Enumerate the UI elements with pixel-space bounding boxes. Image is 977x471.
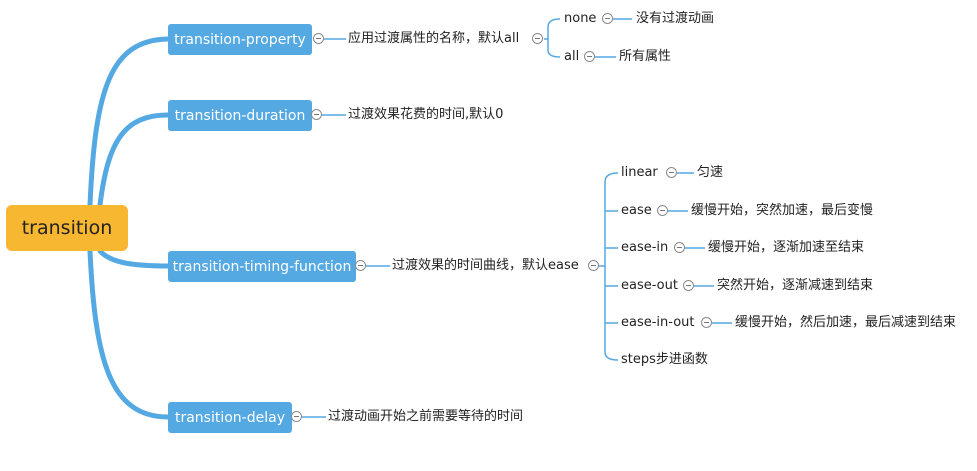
- option-ease-in[interactable]: ease-in: [621, 240, 669, 255]
- option-ease-in-description[interactable]: 缓慢开始，逐渐加速至结束: [708, 240, 865, 255]
- collapse-toggle-icon[interactable]: [657, 205, 668, 216]
- branch-transition-duration[interactable]: transition-duration: [168, 100, 312, 131]
- root-node[interactable]: transition: [6, 205, 128, 251]
- root-to-delay-link: [87, 248, 171, 420]
- collapse-toggle-icon[interactable]: [311, 109, 322, 120]
- property-description[interactable]: 应用过渡属性的名称，默认all: [348, 31, 520, 46]
- branch-transition-property[interactable]: transition-property: [168, 24, 312, 55]
- collapse-toggle-icon[interactable]: [313, 33, 324, 44]
- timing-bracket: [604, 172, 619, 361]
- collapse-toggle-icon[interactable]: [355, 260, 366, 271]
- option-linear[interactable]: linear: [621, 165, 658, 180]
- option-ease-in-out-description[interactable]: 缓慢开始，然后加速，最后减速到结束: [735, 315, 957, 330]
- option-steps[interactable]: steps步进函数: [621, 352, 708, 367]
- option-none-description[interactable]: 没有过渡动画: [636, 11, 715, 26]
- collapse-toggle-icon[interactable]: [532, 33, 543, 44]
- property-bracket: [547, 18, 561, 58]
- delay-description[interactable]: 过渡动画开始之前需要等待的时间: [328, 409, 524, 424]
- option-linear-description[interactable]: 匀速: [697, 165, 724, 180]
- collapse-toggle-icon[interactable]: [701, 317, 712, 328]
- option-ease-out[interactable]: ease-out: [621, 278, 678, 293]
- duration-description[interactable]: 过渡效果花费的时间,默认0: [348, 107, 504, 122]
- collapse-toggle-icon[interactable]: [674, 242, 685, 253]
- collapse-toggle-icon[interactable]: [291, 411, 302, 422]
- option-ease-in-out[interactable]: ease-in-out: [621, 315, 695, 330]
- branch-transition-delay[interactable]: transition-delay: [168, 402, 292, 433]
- collapse-toggle-icon[interactable]: [683, 280, 694, 291]
- option-all[interactable]: all: [564, 49, 580, 64]
- option-ease-out-description[interactable]: 突然开始，逐渐减速到结束: [717, 278, 874, 293]
- collapse-toggle-icon[interactable]: [584, 51, 595, 62]
- option-none[interactable]: none: [564, 11, 597, 26]
- root-to-duration-link: [97, 112, 171, 208]
- root-to-timing-link: [97, 248, 171, 269]
- option-ease[interactable]: ease: [621, 203, 652, 218]
- collapse-toggle-icon[interactable]: [588, 260, 599, 271]
- branch-transition-timing-function[interactable]: transition-timing-function: [168, 251, 356, 282]
- option-ease-description[interactable]: 缓慢开始，突然加速，最后变慢: [691, 203, 874, 218]
- collapse-toggle-icon[interactable]: [666, 167, 677, 178]
- timing-description[interactable]: 过渡效果的时间曲线，默认ease: [392, 258, 579, 273]
- option-all-description[interactable]: 所有属性: [619, 49, 672, 64]
- root-to-property-link: [87, 36, 171, 208]
- collapse-toggle-icon[interactable]: [602, 13, 613, 24]
